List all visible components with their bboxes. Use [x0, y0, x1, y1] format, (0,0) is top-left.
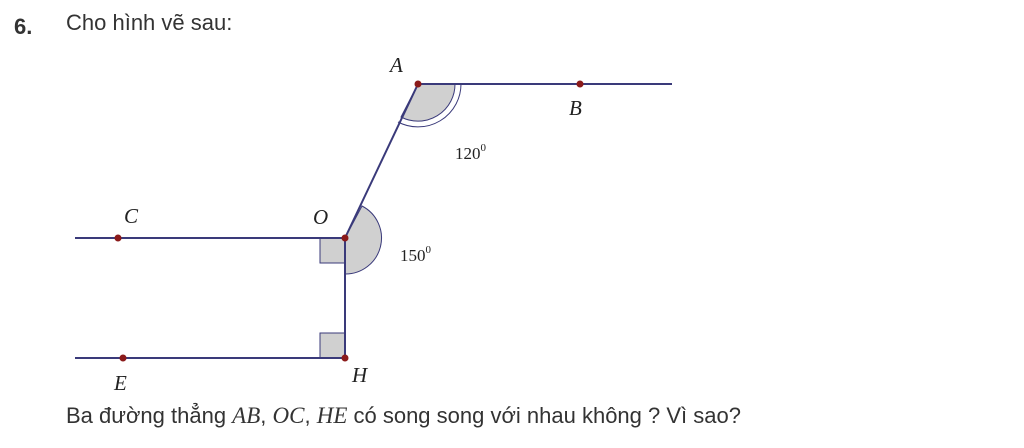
point-o — [341, 234, 349, 242]
question-number: 6. — [14, 14, 33, 39]
question-comma-1: , — [260, 403, 273, 428]
label-h: H — [351, 363, 369, 387]
line-name-he: HE — [316, 403, 348, 428]
right-angle-mark-H — [319, 332, 346, 359]
angle-label-a: 1200 — [455, 142, 487, 163]
point-b — [576, 80, 584, 88]
question-prompt: Cho hình vẽ sau: — [66, 10, 233, 35]
point-c — [114, 234, 122, 242]
angle-mark-O — [344, 205, 383, 275]
label-o: O — [313, 205, 328, 229]
point-e — [119, 354, 127, 362]
label-b: B — [569, 96, 582, 120]
segment-oa — [344, 83, 419, 239]
angle-label-o: 1500 — [400, 244, 432, 265]
line-name-ab: AB — [232, 403, 261, 428]
question-text-start: Ba đường thẳng — [66, 403, 233, 428]
label-a: A — [388, 53, 403, 77]
label-e: E — [113, 371, 127, 395]
point-a — [414, 80, 422, 88]
right-angle-mark-O — [319, 237, 346, 264]
point-h — [341, 354, 349, 362]
label-c: C — [124, 204, 139, 228]
question-comma-2: , — [304, 403, 317, 428]
question-text: Ba đường thẳng AB, OC, HE có song song v… — [66, 403, 741, 429]
question-text-end: có song song với nhau không ? Vì sao? — [347, 403, 741, 428]
angle-mark-A-outer-arc — [397, 83, 462, 128]
line-name-oc: OC — [272, 403, 305, 428]
